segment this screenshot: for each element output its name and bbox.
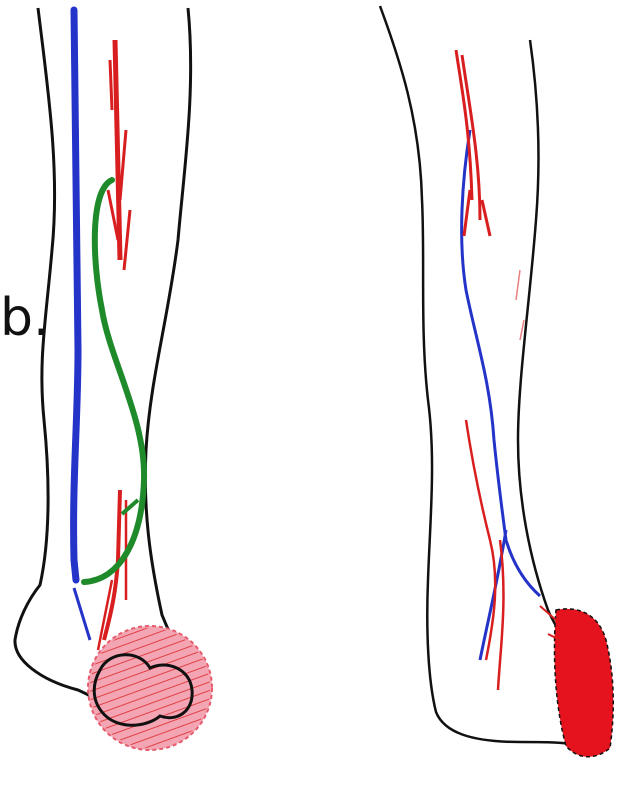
right-leg-outline-front: [380, 6, 572, 744]
right-leg-outline-back: [518, 40, 566, 640]
vein-right: [462, 130, 540, 660]
left-leg: [15, 8, 212, 750]
vein-left-lower: [74, 588, 90, 640]
graft-green: [84, 180, 144, 582]
left-leg-outline-back: [145, 8, 196, 680]
figure-label: b.: [0, 292, 50, 344]
vein-left: [74, 10, 78, 580]
right-leg: [380, 6, 613, 757]
defect-area: [554, 609, 613, 757]
